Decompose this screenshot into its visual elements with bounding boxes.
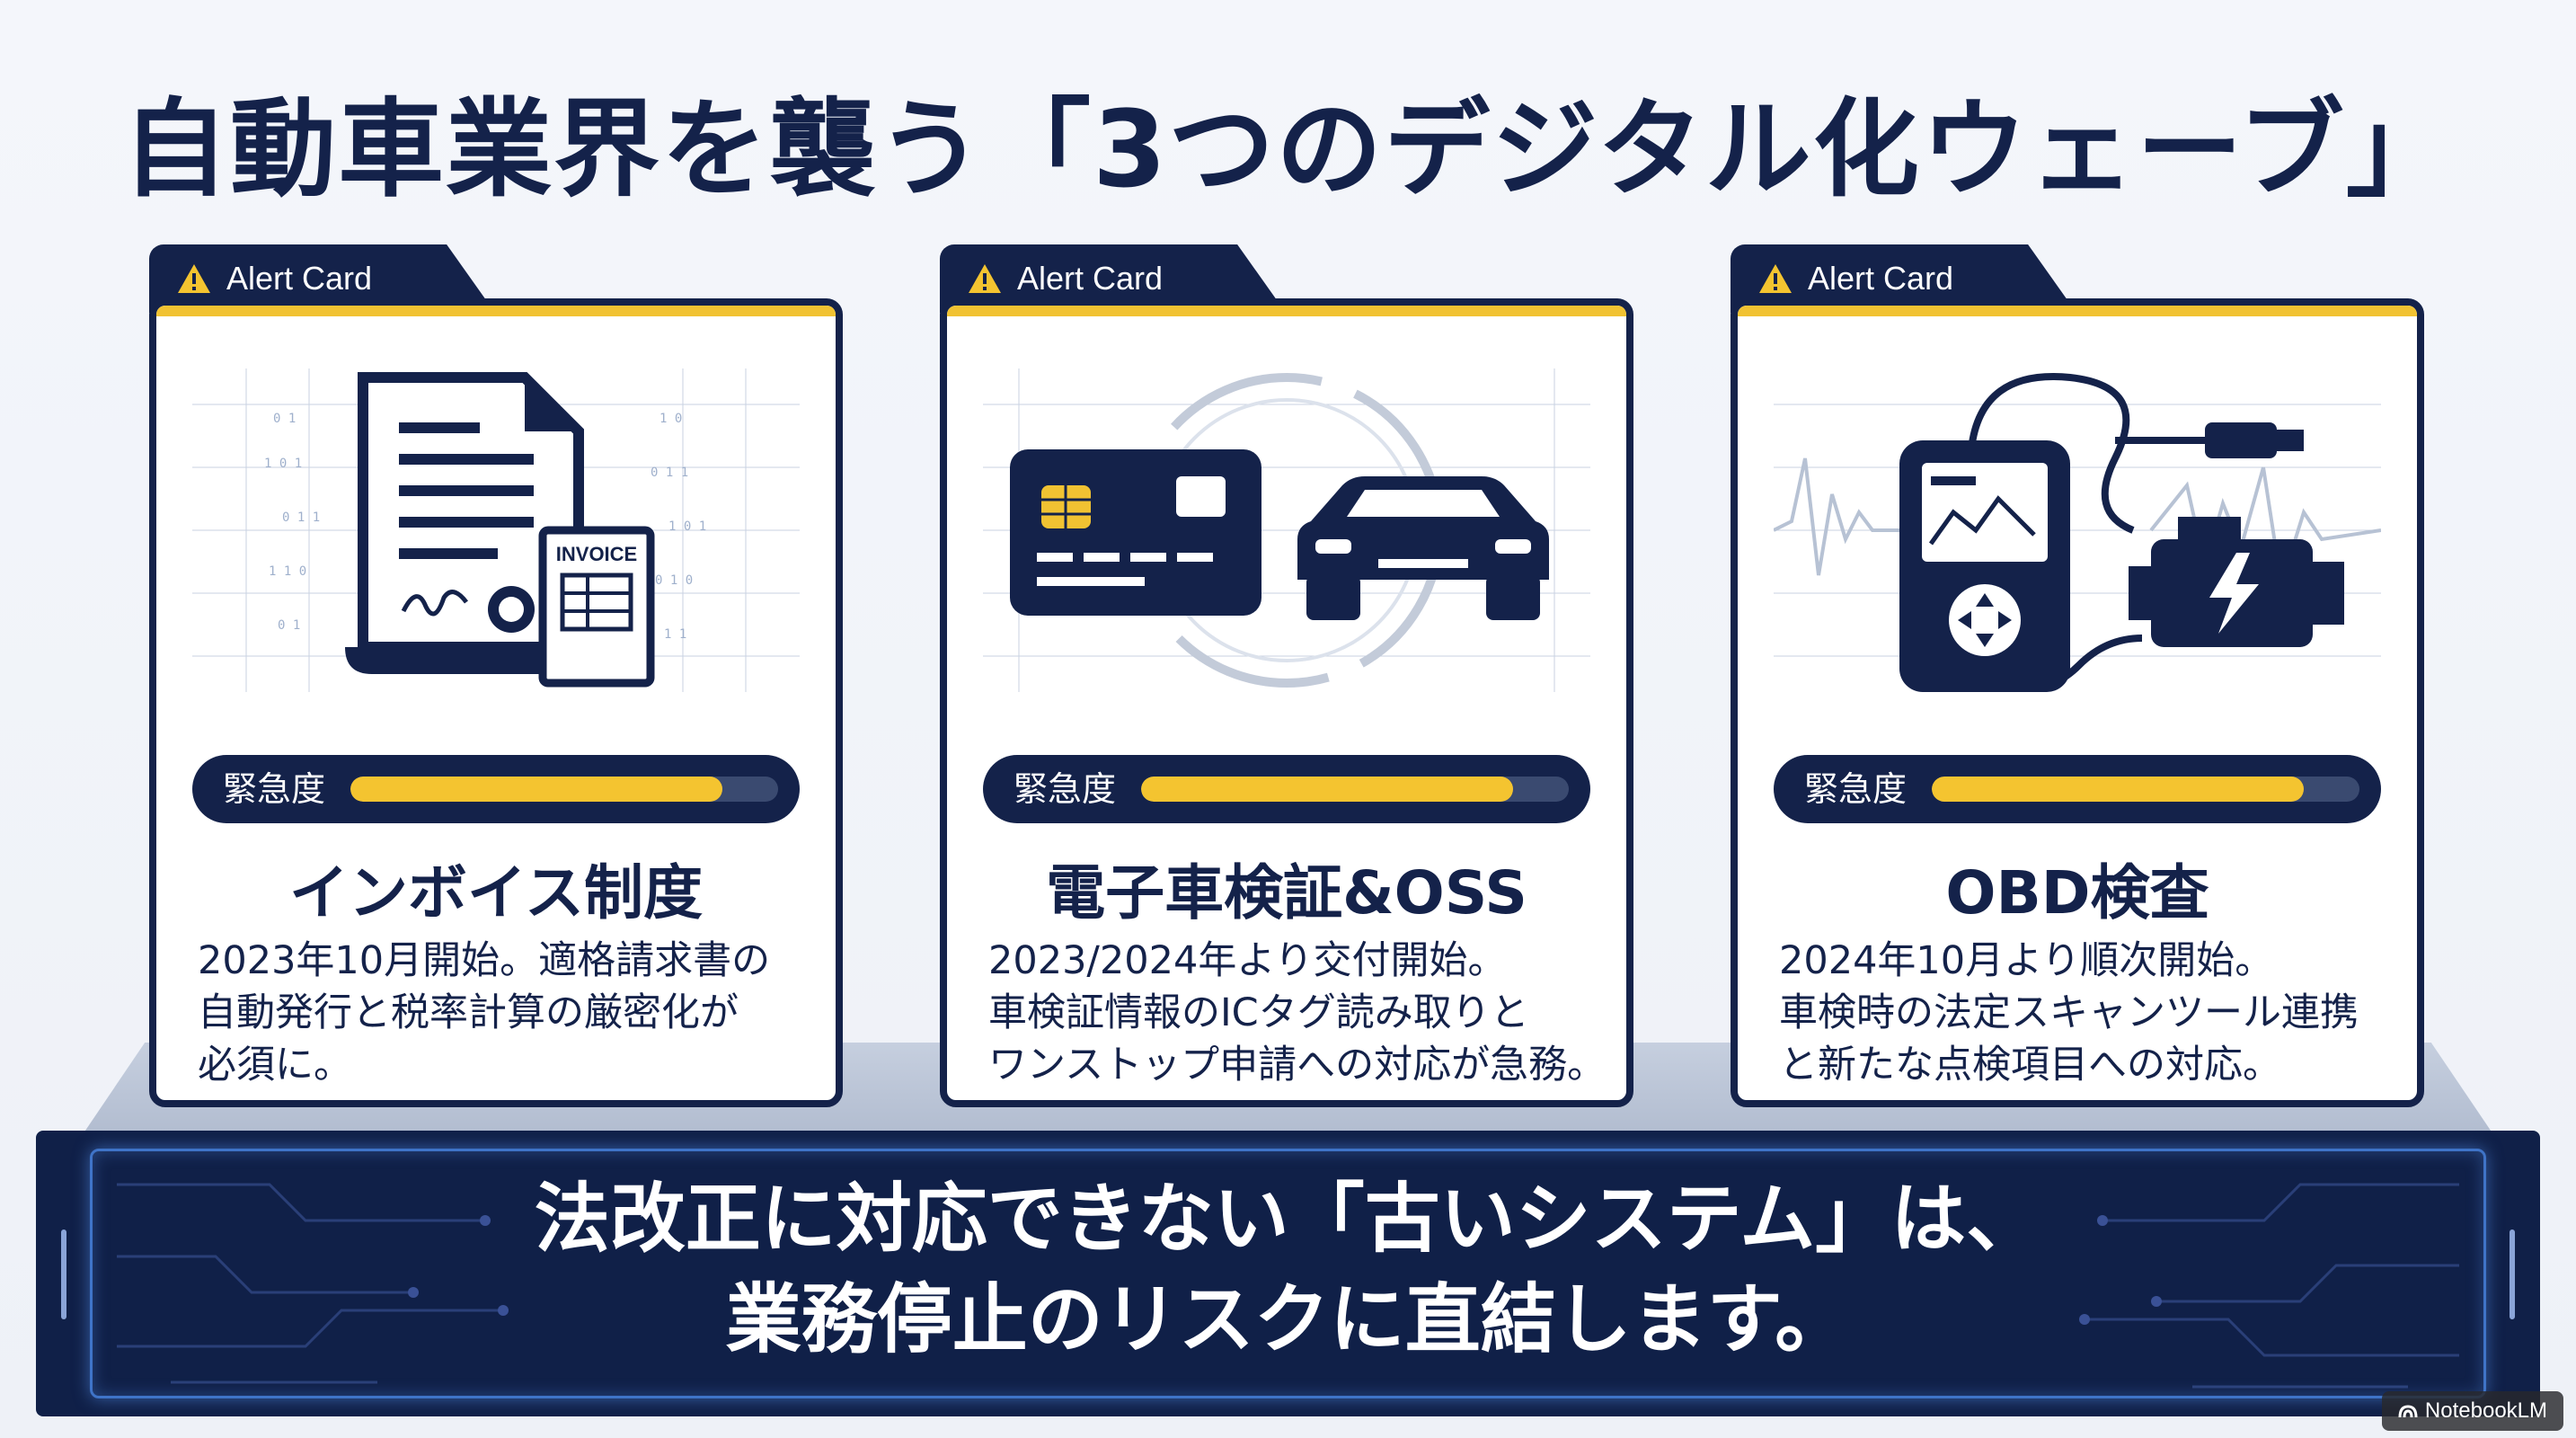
svg-text:0 1: 0 1 — [273, 412, 296, 426]
warning-banner: 法改正に対応できない「古いシステム」は、 業務停止のリスクに直結します。 — [36, 1131, 2540, 1416]
card-title: 電子車検証&OSS — [1046, 858, 1527, 928]
card-title: OBD検査 — [1945, 858, 2209, 928]
warning-icon — [969, 264, 1001, 293]
tab-label: Alert Card — [967, 253, 1163, 304]
page-title: 自動車業界を襲う「3つのデジタル化ウェーブ」 — [122, 87, 2454, 211]
banner-line-1: 法改正に対応できない「古いシステム」は、 — [534, 1175, 2042, 1263]
obd-scanner-engine-icon — [1774, 373, 2381, 692]
card-title: インボイス制度 — [288, 858, 704, 928]
svg-text:0 1: 0 1 — [278, 618, 300, 633]
banner-line-2: 業務停止のリスクに直結します。 — [725, 1275, 1851, 1363]
urgency-label: 緊急度 — [223, 769, 326, 809]
urgency-meter: 緊急度 — [192, 755, 800, 823]
notebooklm-watermark: NotebookLM — [2381, 1391, 2563, 1431]
alert-card-e-inspection: 緊急度 電子車検証&OSS 2023/2024年より交付開始。 車検証情報のIC… — [940, 244, 1633, 1107]
svg-text:INVOICE: INVOICE — [556, 543, 637, 565]
svg-text:1 0 1: 1 0 1 — [668, 519, 706, 534]
circuit-pattern-icon — [61, 1183, 2515, 1389]
tab-label-text: Alert Card — [1808, 260, 1954, 297]
urgency-track — [1932, 777, 2359, 802]
svg-text:1 1: 1 1 — [664, 627, 686, 642]
urgency-track — [350, 777, 778, 802]
urgency-fill — [350, 777, 723, 802]
urgency-label: 緊急度 — [1804, 769, 1908, 809]
invoice-document-icon: 0 1 1 0 1 0 1 1 1 1 0 0 1 1 0 0 1 1 1 0 1 0 1… — [192, 368, 800, 692]
svg-text:1 0: 1 0 — [659, 412, 682, 426]
urgency-meter: 緊急度 — [983, 755, 1590, 823]
urgency-label: 緊急度 — [1014, 769, 1117, 809]
card-body: 0 1 1 0 1 0 1 1 1 1 0 0 1 1 0 0 1 1 1 0 1 0 1… — [149, 298, 843, 1107]
urgency-track — [1141, 777, 1569, 802]
warning-icon — [178, 264, 210, 293]
watermark-text: NotebookLM — [2424, 1398, 2547, 1423]
card-description: 2023年10月開始。適格請求書の 自動発行と税率計算の厳密化が 必須に。 — [198, 938, 771, 1087]
alert-card-obd: 緊急度 OBD検査 2024年10月より順次開始。 車検時の法定スキャンツール連… — [1731, 244, 2424, 1107]
svg-text:1 1 0: 1 1 0 — [269, 564, 306, 579]
card-body: 緊急度 OBD検査 2024年10月より順次開始。 車検時の法定スキャンツール連… — [1731, 298, 2424, 1107]
urgency-fill — [1141, 777, 1514, 802]
svg-text:0 1 0: 0 1 0 — [655, 573, 693, 588]
banner-message: 法改正に対応できない「古いシステム」は、 業務停止のリスクに直結します。 — [36, 1168, 2540, 1370]
urgency-meter: 緊急度 — [1774, 755, 2381, 823]
svg-text:1 0 1: 1 0 1 — [264, 457, 302, 471]
tab-label: Alert Card — [176, 253, 372, 304]
ic-card-and-car-icon — [983, 368, 1590, 692]
svg-text:0 1 1: 0 1 1 — [282, 510, 320, 525]
alert-card-invoice: 0 1 1 0 1 0 1 1 1 1 0 0 1 1 0 0 1 1 1 0 1 0 1… — [149, 244, 843, 1107]
notebooklm-logo-icon — [2398, 1405, 2418, 1418]
card-description: 2023/2024年より交付開始。 車検証情報のICタグ読み取りと ワンストップ… — [988, 938, 1607, 1087]
tab-label: Alert Card — [1757, 253, 1953, 304]
card-body: 緊急度 電子車検証&OSS 2023/2024年より交付開始。 車検証情報のIC… — [940, 298, 1633, 1107]
card-description: 2024年10月より順次開始。 車検時の法定スキャンツール連携 と新たな点検項目… — [1779, 938, 2359, 1087]
svg-text:0 1 1: 0 1 1 — [651, 466, 688, 480]
urgency-fill — [1932, 777, 2305, 802]
warning-icon — [1759, 264, 1792, 293]
banner-frame — [90, 1149, 2486, 1398]
tab-label-text: Alert Card — [1017, 260, 1164, 297]
tab-label-text: Alert Card — [226, 260, 373, 297]
